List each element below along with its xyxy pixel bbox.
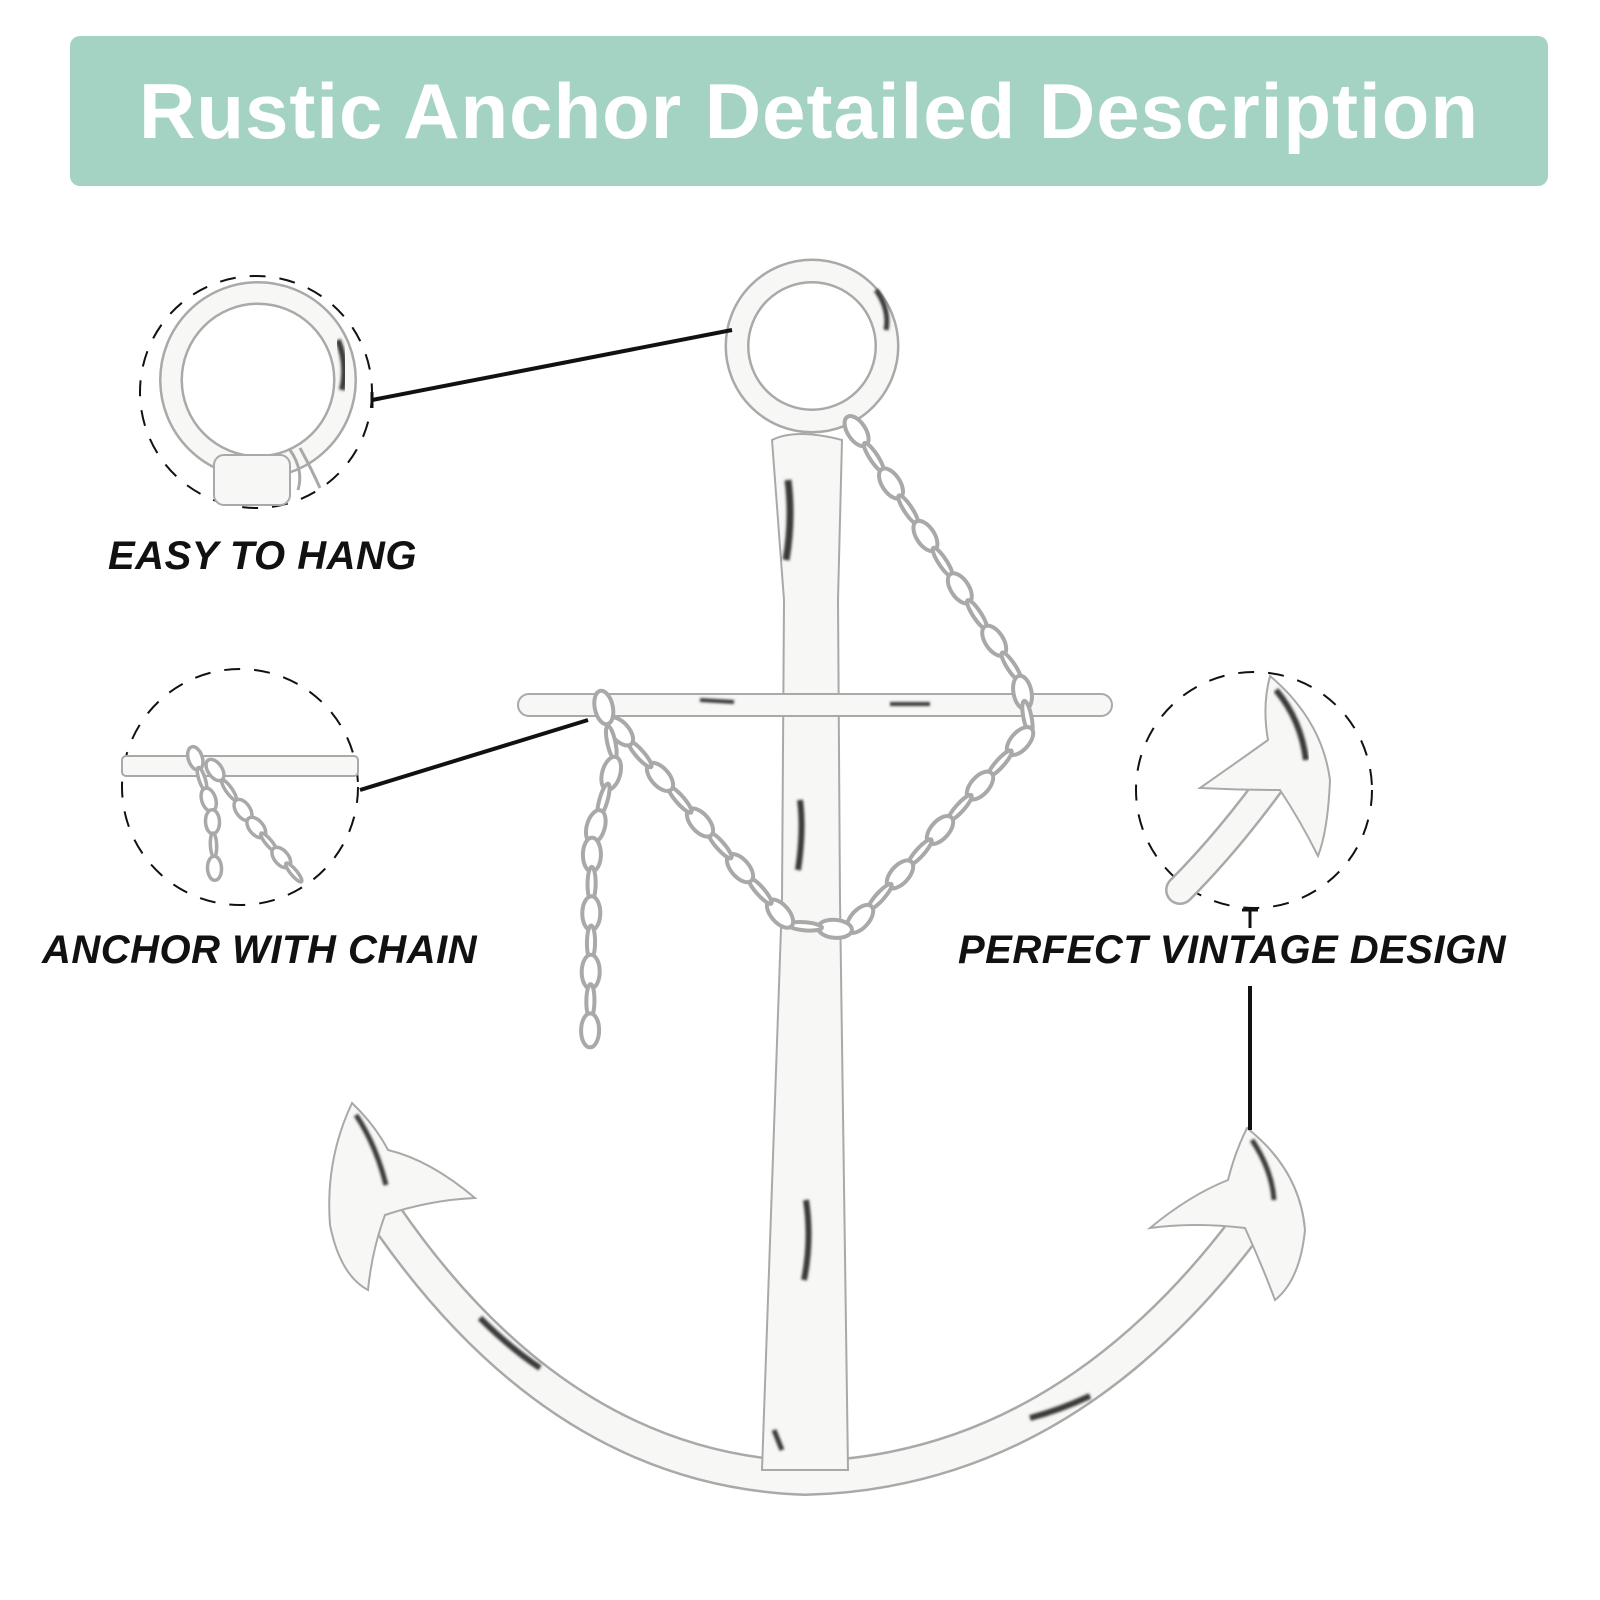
feature-label-perfect-vintage-design: PERFECT VINTAGE DESIGN xyxy=(958,928,1507,972)
leader-line-chain xyxy=(359,718,589,792)
feature-label-anchor-with-chain: ANCHOR WITH CHAIN xyxy=(42,928,478,972)
chain-link xyxy=(208,831,219,859)
leader-line-ring xyxy=(371,328,733,402)
fluke-icon xyxy=(1165,674,1332,905)
inset-ring xyxy=(139,275,733,509)
chain-link xyxy=(219,778,239,802)
ring-icon xyxy=(159,281,357,506)
chain-link xyxy=(579,1011,602,1050)
chain-link xyxy=(205,854,224,883)
page-title: Rustic Anchor Detailed Description xyxy=(138,66,1479,155)
chain-icon xyxy=(121,744,359,884)
inset-fluke-dashed-circle xyxy=(1135,671,1373,909)
inset-fluke xyxy=(1135,671,1373,1130)
feature-label-easy-to-hang: EASY TO HANG xyxy=(108,534,418,578)
anchor-main xyxy=(328,258,1307,1497)
anchor-chain xyxy=(579,414,1036,1050)
title-banner: Rustic Anchor Detailed Description xyxy=(70,36,1548,186)
inset-chain xyxy=(121,668,589,906)
chain-link xyxy=(203,807,222,836)
chain-link xyxy=(283,861,304,884)
inset-chain-dashed-circle xyxy=(121,668,359,906)
